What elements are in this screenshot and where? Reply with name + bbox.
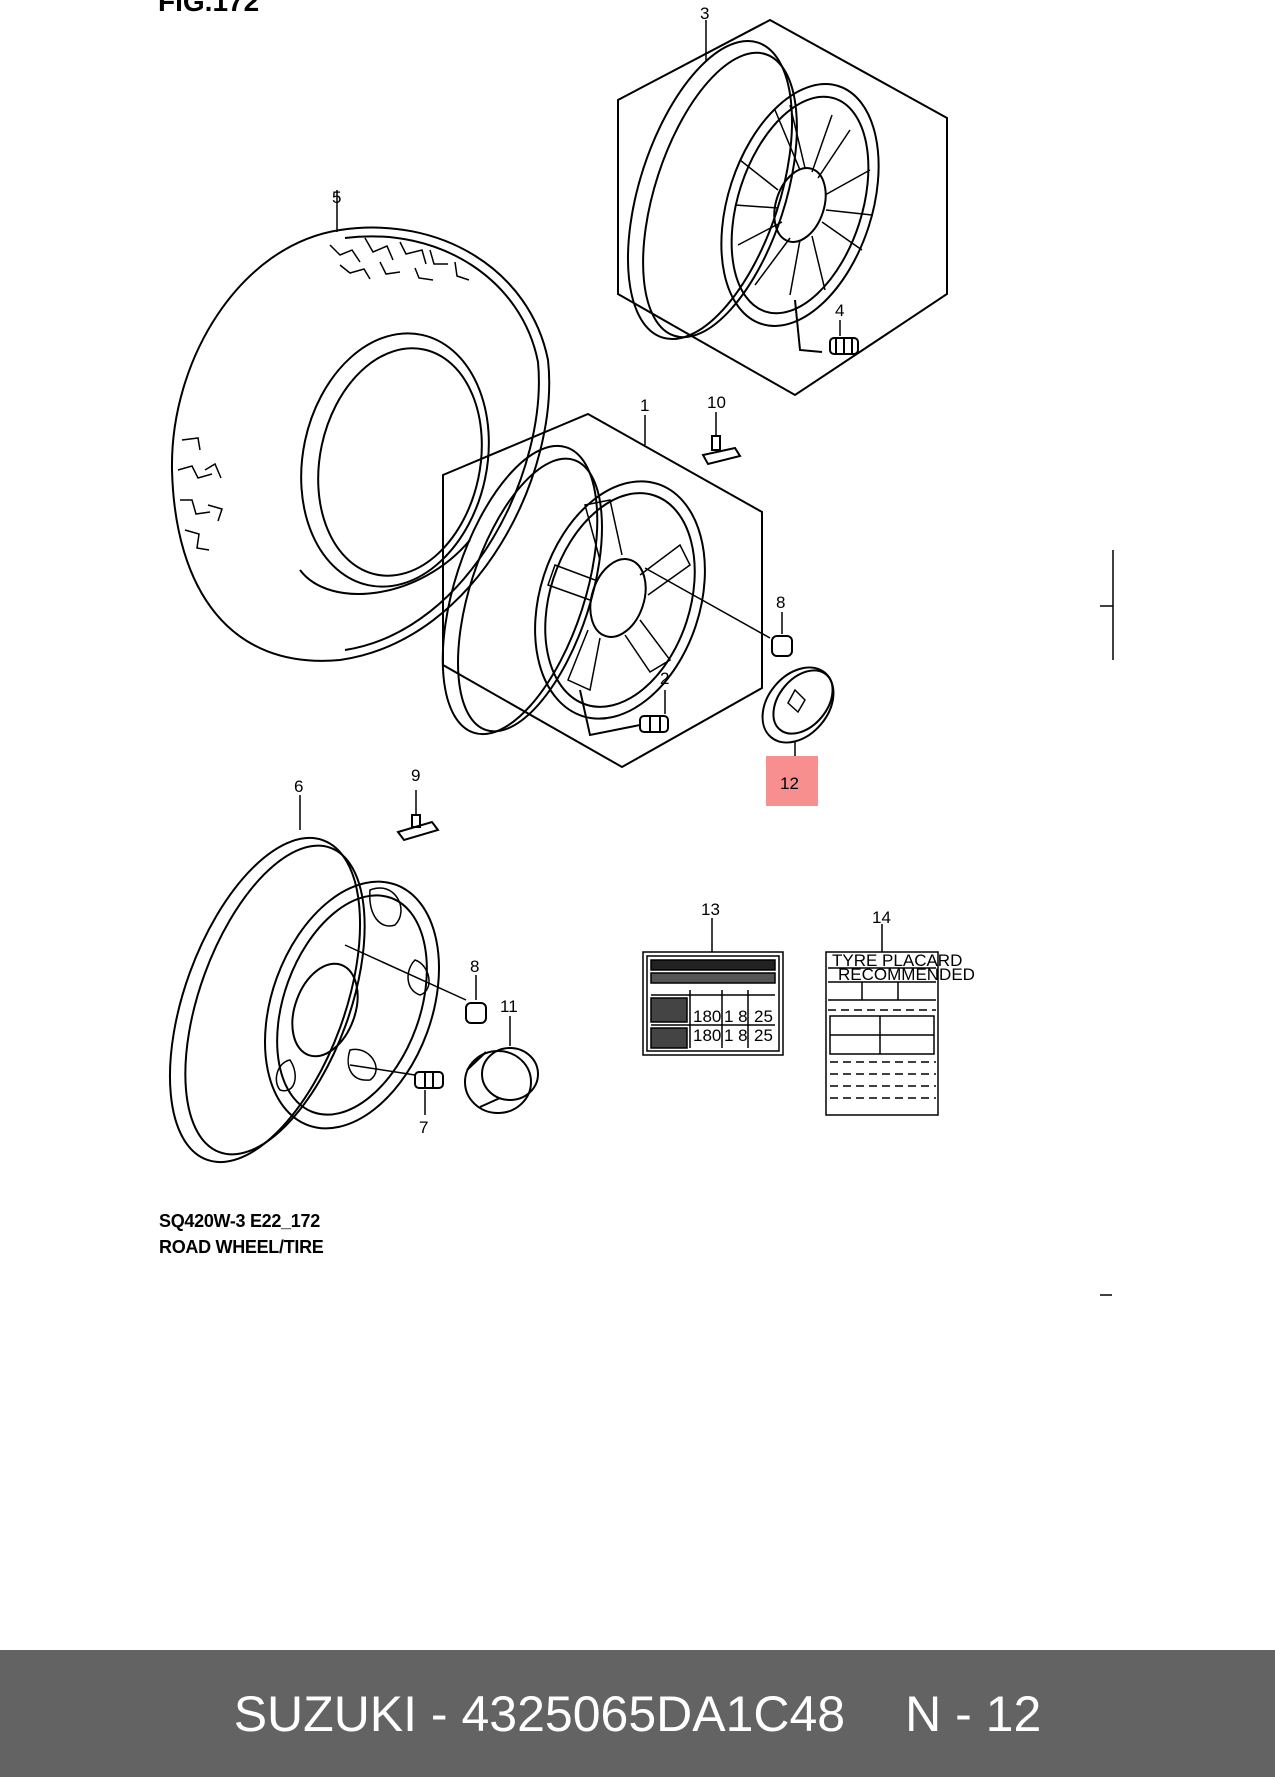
label13-rear-psi: 25: [754, 1026, 773, 1045]
callout-12: 12: [780, 774, 799, 793]
part-6-steel-wheel: [168, 795, 467, 1164]
part-13-pressure-label: [642, 918, 784, 1056]
label13-rear-kgf: 1 8: [724, 1026, 748, 1045]
part-8-nut-upper: [771, 612, 793, 657]
footer-position: N - 12: [905, 1685, 1042, 1742]
callout-8-upper: 8: [776, 593, 785, 612]
callout-7: 7: [419, 1118, 428, 1137]
footer-part-number: SUZUKI - 4325065DA1C48: [233, 1685, 846, 1742]
diagram-code: SQ420W-3 E22_172: [159, 1211, 320, 1231]
callout-4: 4: [835, 301, 844, 320]
part-7-valve: [414, 1071, 444, 1115]
callout-9: 9: [411, 766, 420, 785]
part-12-center-cap: [761, 666, 835, 760]
part-11-hub-cap: [464, 1016, 539, 1114]
part-14-tyre-placard: [825, 924, 939, 1116]
callout-numbers: 3 5 4 1 10 8 2 12 6 9 13 14 8 11 7: [294, 4, 891, 1137]
callout-11: 11: [500, 997, 518, 1016]
callout-3: 3: [700, 4, 709, 23]
label13-front-kgf: 1 8: [724, 1007, 748, 1026]
callout-5: 5: [332, 188, 341, 207]
callout-13: 13: [701, 900, 720, 919]
label13-front-psi: 25: [754, 1007, 773, 1026]
label13-rear-kpa: 180: [693, 1026, 721, 1045]
callout-8-lower: 8: [470, 957, 479, 976]
part-9-balance-weight: [396, 790, 440, 842]
figure-title: FIG.172: [158, 0, 260, 17]
placard-subtitle: RECOMMENDED: [838, 965, 975, 984]
part-1-wheel: [441, 412, 771, 769]
callout-6: 6: [294, 777, 303, 796]
diagram-name: ROAD WHEEL/TIRE: [159, 1237, 324, 1257]
callout-14: 14: [872, 908, 891, 927]
callout-1: 1: [640, 396, 649, 415]
margin-marks: [1100, 550, 1114, 1296]
parts-diagram: 180 1 8 25 180 1 8 25 TYRE PLACARD RECOM…: [168, 4, 1114, 1296]
label13-front-kpa: 180: [693, 1007, 721, 1026]
part-3-alloy-wheel: [617, 18, 948, 397]
part-8-nut-lower: [465, 975, 487, 1024]
footer-bar: SUZUKI - 4325065DA1C48 N - 12: [0, 1650, 1275, 1777]
part-5-tire: [170, 190, 551, 662]
callout-10: 10: [707, 393, 726, 412]
placard-title: TYRE PLACARD: [832, 951, 962, 970]
highlight-box: [766, 756, 818, 806]
part-10-balance-weight: [701, 412, 742, 466]
callout-2: 2: [660, 669, 669, 688]
